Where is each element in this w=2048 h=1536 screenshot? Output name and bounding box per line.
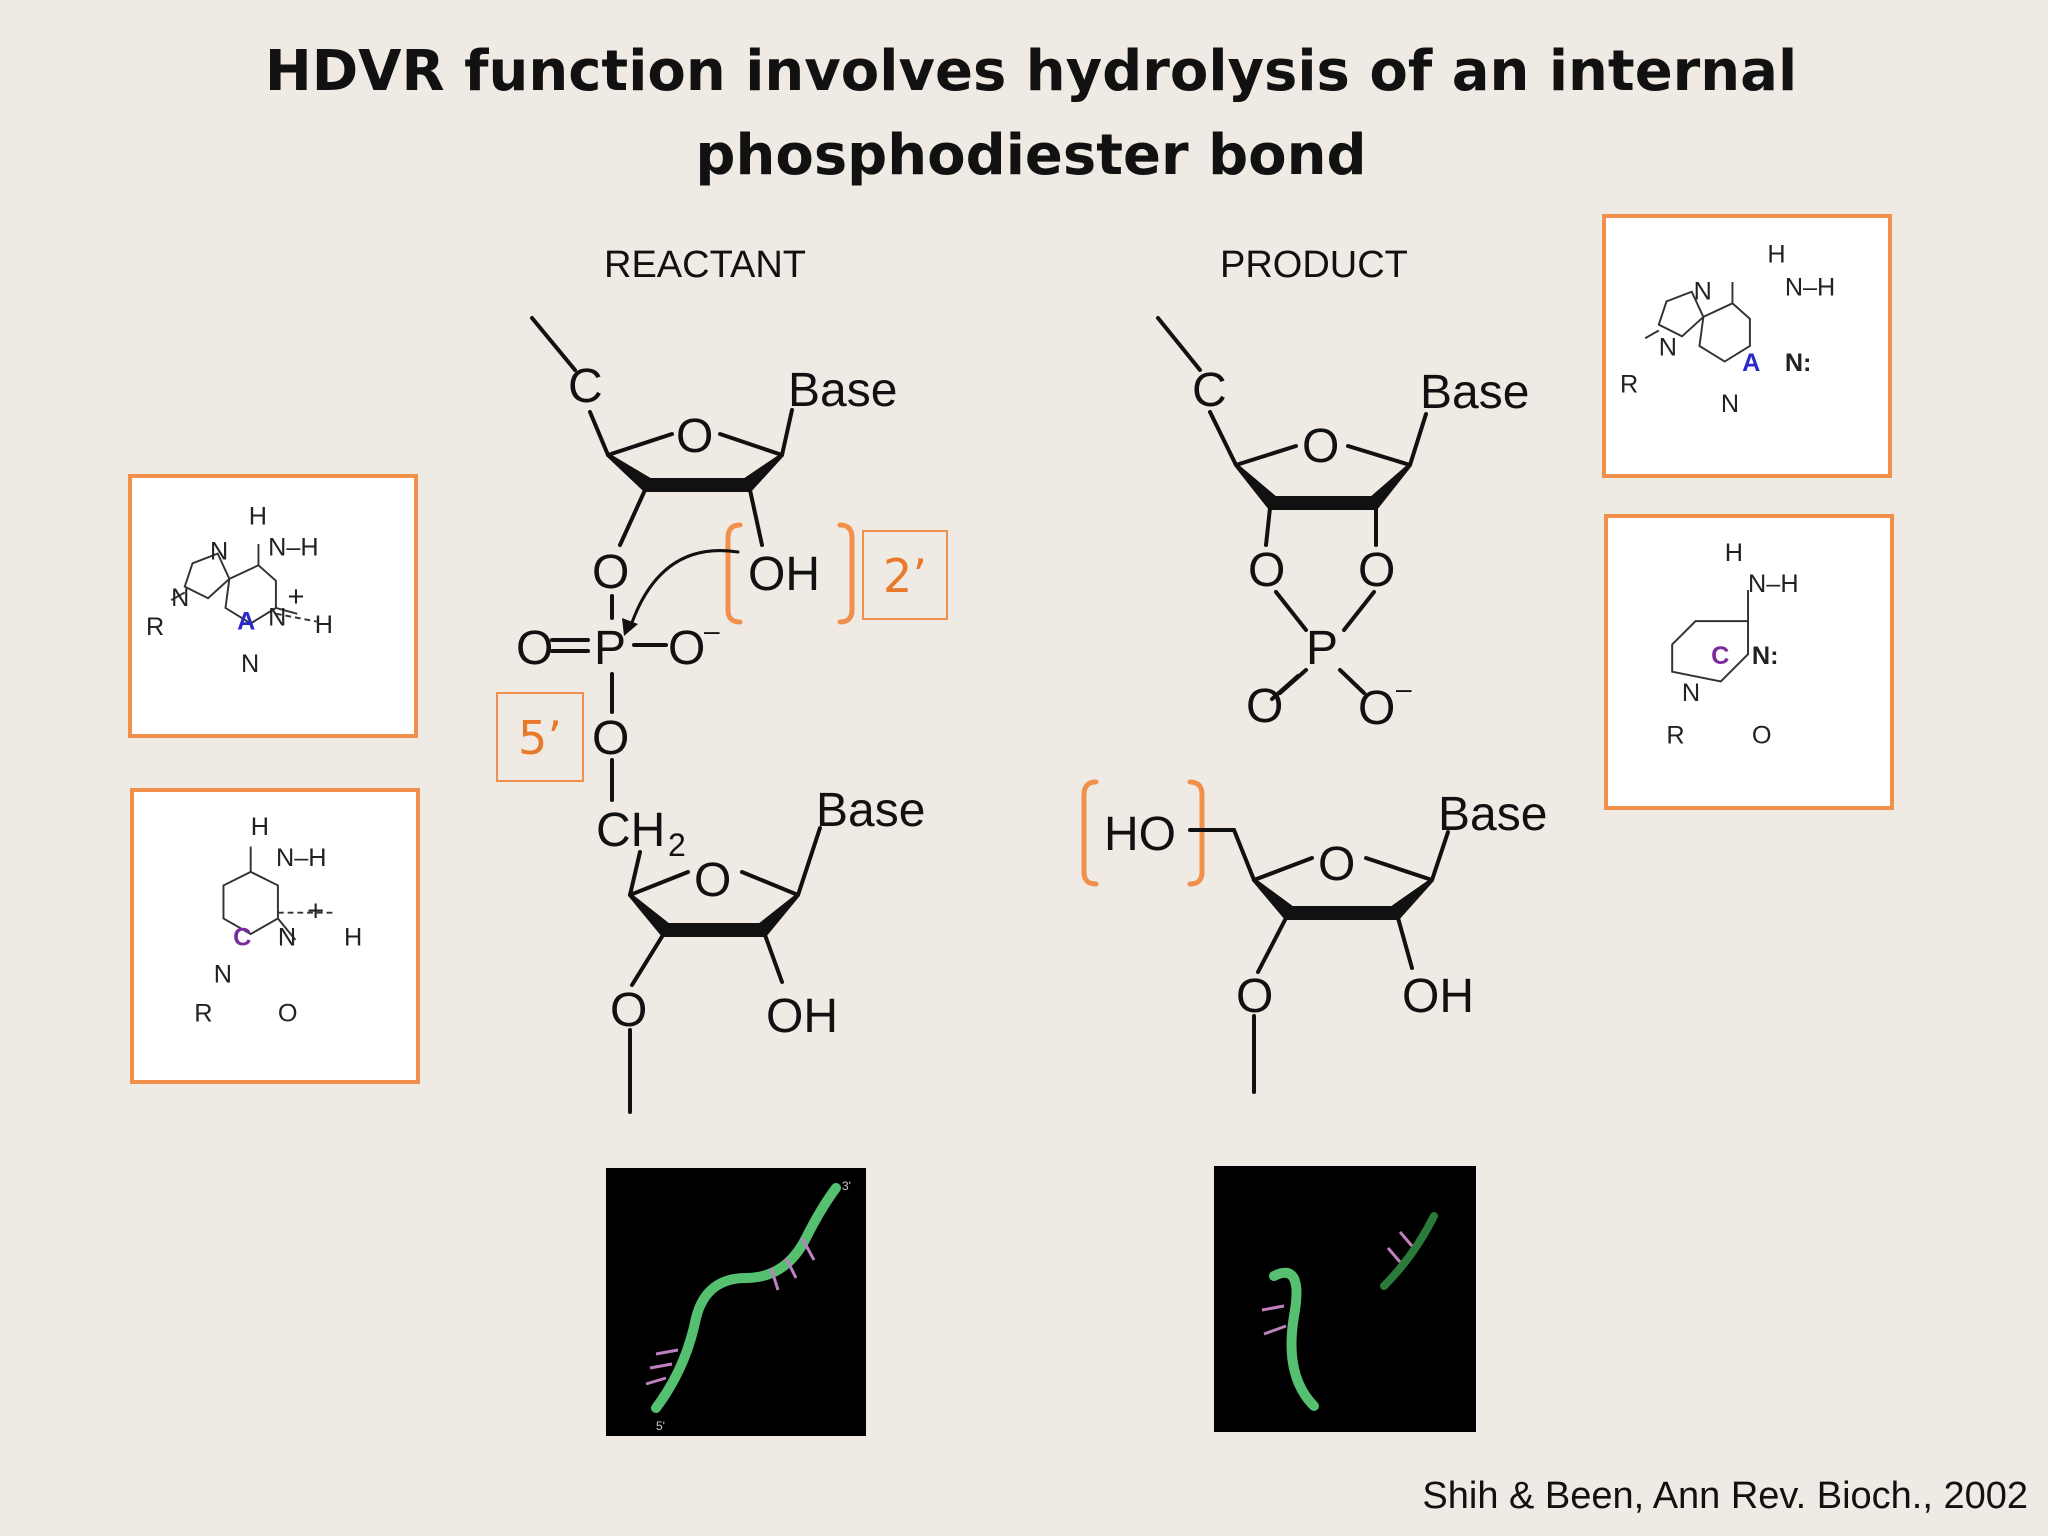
reactant-5-prime-label: 5' <box>656 1419 665 1433</box>
cn-o: O <box>1752 722 1772 750</box>
reactant-label: REACTANT <box>604 244 806 286</box>
product-rna-image <box>1214 1166 1476 1432</box>
ap-h-bond: H <box>315 611 333 639</box>
reactant-o-minus: O <box>668 622 705 675</box>
tag-5-prime: 5’ <box>496 692 584 782</box>
cn-h-top: H <box>1725 539 1743 567</box>
reactant-rna-image: 3' 5' <box>606 1168 866 1436</box>
product-base-1: Base <box>1420 366 1529 419</box>
cp-c-label: C <box>233 924 251 952</box>
cytosine-protonated-box: H N–H C N + H N R O <box>130 788 420 1084</box>
cn-n1: N <box>1682 679 1700 707</box>
reactant-ring-o-2: O <box>694 854 731 907</box>
ap-a-label: A <box>237 607 255 635</box>
cp-o: O <box>278 1000 298 1028</box>
cn-c-label: C <box>1711 642 1729 670</box>
product-o-double: O <box>1246 680 1283 733</box>
an-n7: N <box>1694 277 1712 305</box>
slide-title: HDVR function involves hydrolysis of an … <box>0 30 2048 198</box>
reactant-ch-sub: 2 <box>668 827 686 863</box>
an-n1: N: <box>1785 349 1812 377</box>
cytosine-neutral-structure: H N–H C N: N R O <box>1666 539 1799 750</box>
ap-nh: N–H <box>268 534 318 562</box>
an-h-top: H <box>1767 241 1785 269</box>
ap-plus: + <box>288 581 305 613</box>
reactant-c: C <box>568 360 603 413</box>
reactant-o3: O <box>592 546 629 599</box>
reactant-o-double: O <box>516 622 553 675</box>
cn-nh: N–H <box>1748 570 1799 598</box>
product-ring-o-2: O <box>1318 838 1355 891</box>
ap-n3: N <box>241 650 259 678</box>
product-base-2: Base <box>1438 788 1547 841</box>
adenine-neutral-structure: H N–H N N R A N: N <box>1620 241 1835 418</box>
reactant-upper-sugar <box>530 316 794 547</box>
cytosine-neutral-box: H N–H C N: N R O <box>1604 514 1894 810</box>
ap-n9: N <box>171 584 189 612</box>
cp-plus: + <box>307 895 324 927</box>
reactant-o5: O <box>592 712 629 765</box>
reactant-ring-o-1: O <box>676 410 713 463</box>
ap-n1: N <box>268 603 286 631</box>
an-n3: N <box>1721 390 1739 418</box>
citation: Shih & Been, Ann Rev. Bioch., 2002 <box>1422 1475 2028 1517</box>
ap-n7: N <box>210 537 228 565</box>
reactant-o-bottom: O <box>610 984 647 1037</box>
an-n9: N <box>1659 334 1677 362</box>
product-p: P <box>1306 622 1338 675</box>
title-line-1: HDVR function involves hydrolysis of an … <box>264 39 1798 104</box>
title-line-2: phosphodiester bond <box>695 123 1367 188</box>
reactant-base-1: Base <box>788 364 897 417</box>
product-o-right: O <box>1358 544 1395 597</box>
product-ring-o-1: O <box>1302 420 1339 473</box>
adenine-neutral-box: H N–H N N R A N: N <box>1602 214 1892 478</box>
ap-r: R <box>146 613 164 641</box>
cp-n3: N <box>278 924 296 952</box>
cp-nh: N–H <box>276 844 327 872</box>
product-c: C <box>1192 364 1227 417</box>
cn-r: R <box>1666 722 1684 750</box>
reactant-minus: – <box>704 615 720 646</box>
product-oh-bottom: OH <box>1402 970 1474 1023</box>
reactant-oh-bottom: OH <box>766 990 838 1043</box>
cp-h-bond: H <box>344 924 362 952</box>
product-o-left: O <box>1248 544 1285 597</box>
reactant-base-2: Base <box>816 784 925 837</box>
reactant-ch: CH <box>596 804 665 857</box>
cp-n1: N <box>214 961 232 989</box>
ap-h-top: H <box>249 503 267 531</box>
adenine-protonated-structure: H N–H N N R A N + H N <box>146 503 333 678</box>
product-ho: HO <box>1104 808 1176 861</box>
adenine-protonated-box: H N–H N N R A N + H N <box>128 474 418 738</box>
cytosine-protonated-structure: H N–H C N + H N R O <box>194 813 362 1028</box>
an-nh: N–H <box>1785 274 1835 302</box>
an-a-label: A <box>1742 349 1760 377</box>
product-o-bottom: O <box>1236 970 1273 1023</box>
reactant-p: P <box>594 622 626 675</box>
cn-n3: N: <box>1752 642 1779 670</box>
cp-h-top: H <box>251 813 269 841</box>
product-label: PRODUCT <box>1220 244 1408 286</box>
cp-r: R <box>194 1000 212 1028</box>
tag-2-prime: 2’ <box>862 530 948 620</box>
an-r: R <box>1620 371 1638 399</box>
reactant-3-prime-label: 3' <box>842 1179 851 1193</box>
product-o-minus: O <box>1358 682 1395 735</box>
product-minus: – <box>1396 673 1412 704</box>
reactant-oh: OH <box>748 548 820 601</box>
